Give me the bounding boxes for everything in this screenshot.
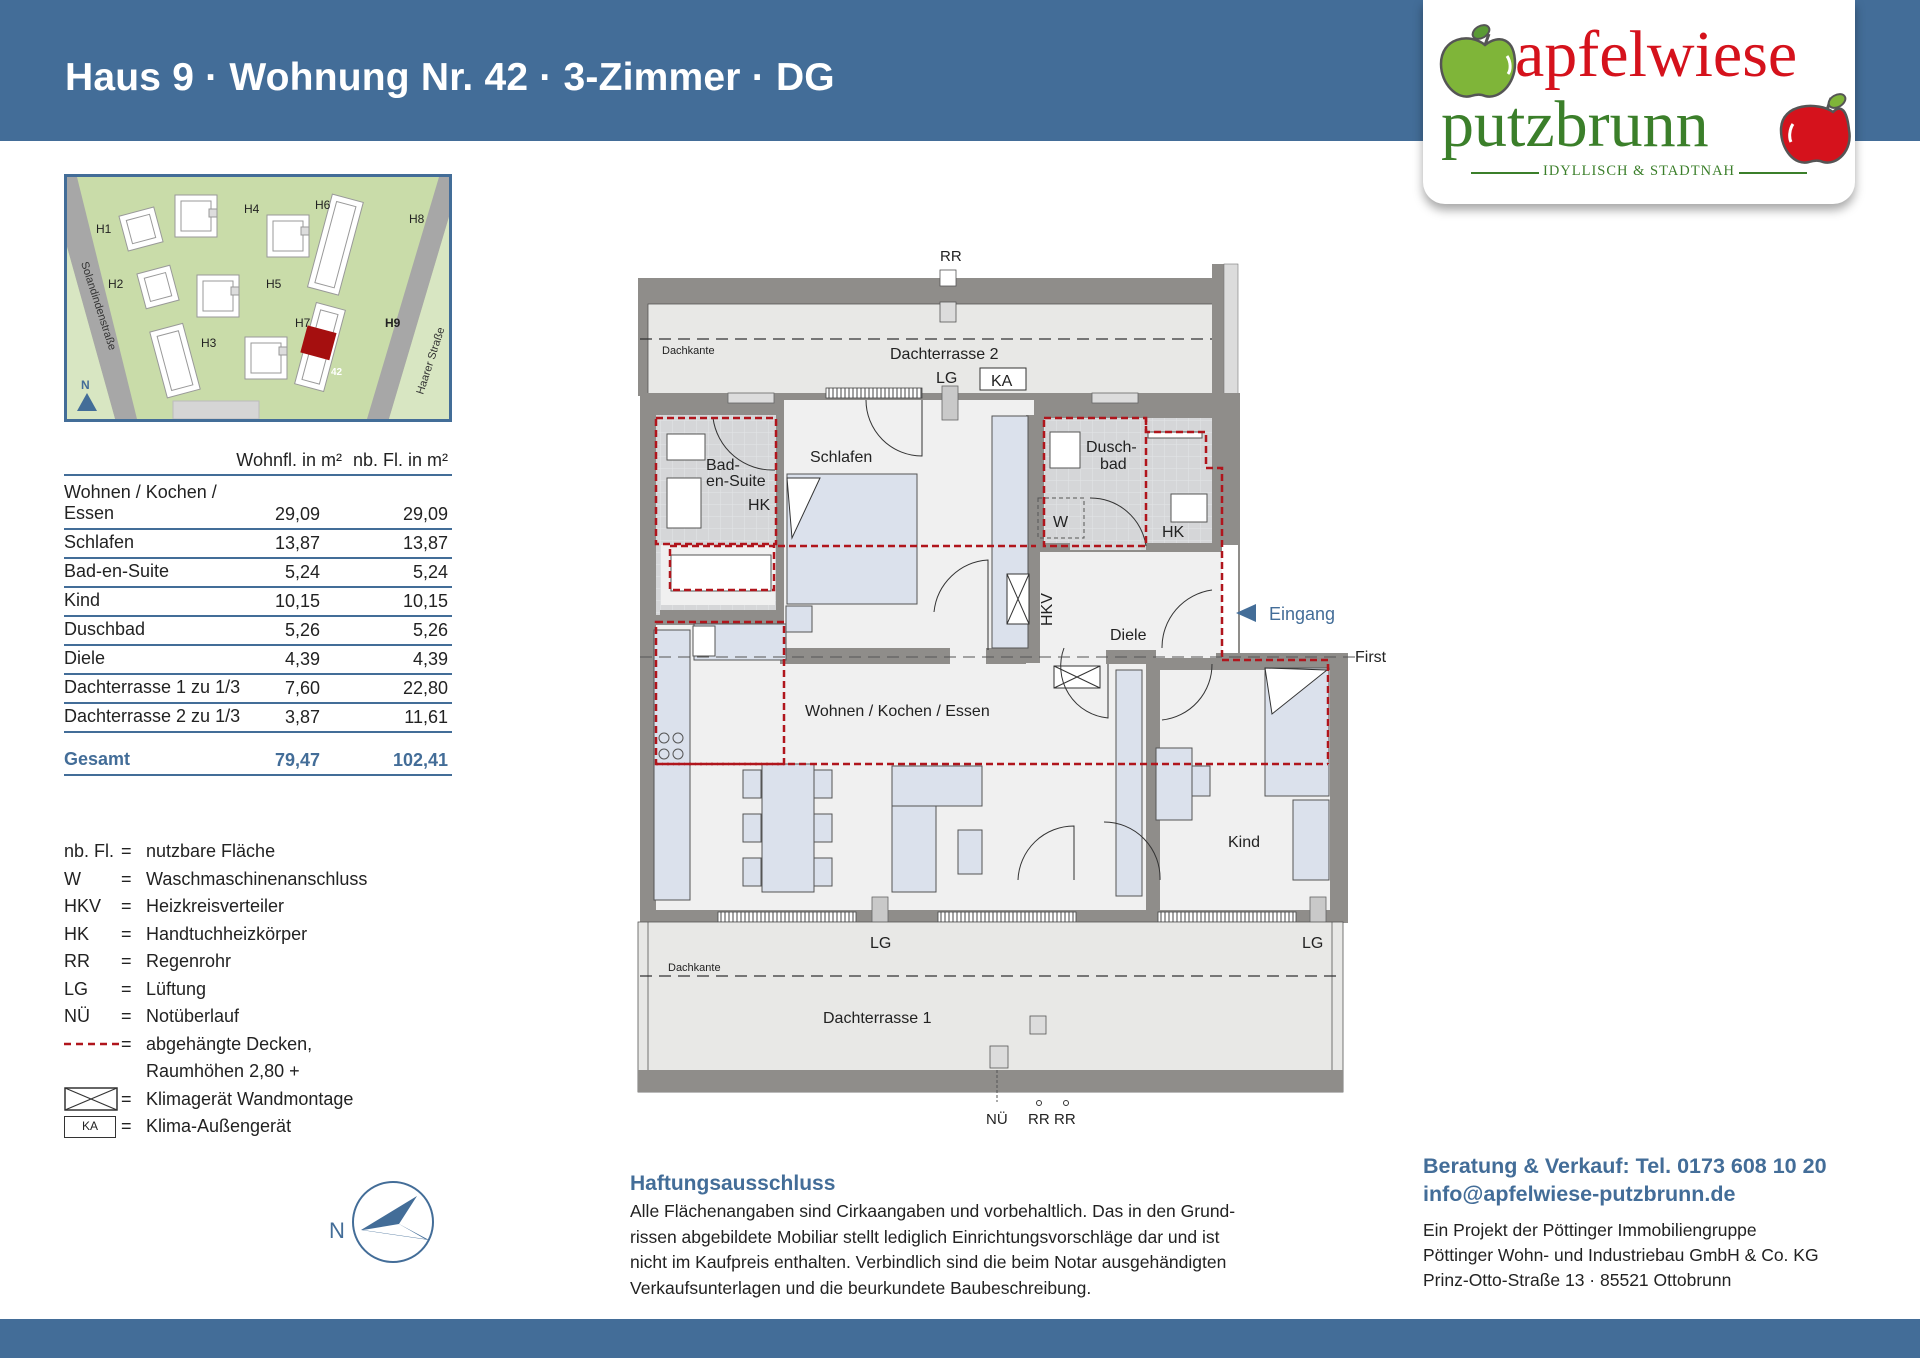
logo-tagline: IDYLLISCH & STADTNAH bbox=[1542, 163, 1736, 179]
table-row: Bad-en-Suite 5,24 5,24 bbox=[64, 559, 452, 588]
green-apple-icon bbox=[1439, 24, 1517, 98]
legend-item-climate-wall: =Klimagerät Wandmontage bbox=[64, 1086, 367, 1114]
unit-42-highlight bbox=[300, 325, 337, 361]
climate-unit-wall-icon bbox=[64, 1087, 121, 1111]
double-bed bbox=[786, 473, 918, 605]
svg-text:W: W bbox=[1053, 514, 1069, 531]
entrance-arrow-icon bbox=[1236, 604, 1256, 622]
svg-text:42: 42 bbox=[331, 367, 343, 378]
outdoor-climate-unit-icon: KA bbox=[64, 1115, 121, 1138]
compass-icon: N bbox=[329, 1181, 434, 1263]
svg-text:H9: H9 bbox=[385, 316, 401, 330]
svg-text:H7: H7 bbox=[295, 316, 311, 330]
table-total-row: Gesamt 79,47 102,41 bbox=[64, 747, 452, 776]
svg-text:Schlafen: Schlafen bbox=[810, 449, 872, 466]
svg-text:H3: H3 bbox=[201, 336, 217, 350]
dachterrasse-1 bbox=[637, 921, 1344, 1106]
svg-text:H2: H2 bbox=[108, 277, 124, 291]
svg-text:H8: H8 bbox=[409, 212, 425, 226]
svg-text:H4: H4 bbox=[244, 202, 260, 216]
legend-item: HK=Handtuchheizkörper bbox=[64, 923, 308, 944]
svg-text:Dachterrasse 1: Dachterrasse 1 bbox=[823, 1010, 932, 1027]
legend-item-ka: KA =Klima-Außengerät bbox=[64, 1113, 367, 1141]
company-info: Ein Projekt der Pöttinger Immobiliengrup… bbox=[1423, 1220, 1819, 1290]
svg-text:LG: LG bbox=[936, 370, 957, 387]
svg-text:H1: H1 bbox=[96, 222, 112, 236]
apartment-walls bbox=[640, 393, 1240, 923]
svg-text:Dachkante: Dachkante bbox=[662, 345, 715, 357]
svg-text:H6: H6 bbox=[315, 198, 331, 212]
contact-email[interactable]: info@apfelwiese-putzbrunn.de bbox=[1423, 1182, 1736, 1206]
disclaimer-text: Alle Flächenangaben sind Cirkaangaben un… bbox=[630, 1201, 1236, 1298]
svg-text:N: N bbox=[81, 378, 90, 392]
svg-text:Kind: Kind bbox=[1228, 834, 1260, 851]
disclaimer: Haftungsausschluss Alle Flächenangaben s… bbox=[630, 1172, 1290, 1301]
street-solandindenstrasse bbox=[67, 177, 137, 419]
site-map-graphic: 42 H1 H2 H3 H4 H5 H6 H7 H8 H9 Solandinde… bbox=[67, 177, 449, 419]
table-header: Wohnfl. in m² nb. Fl. in m² bbox=[64, 448, 452, 476]
footer-bar bbox=[0, 1319, 1920, 1358]
table-row: Dachterrasse 2 zu 1/3 3,87 11,61 bbox=[64, 704, 452, 733]
svg-text:bad: bad bbox=[1100, 456, 1127, 473]
svg-text:KA: KA bbox=[991, 373, 1013, 390]
svg-text:Dachterrasse 2: Dachterrasse 2 bbox=[890, 346, 999, 363]
legend-item-dashed-ceiling: =abgehängte Decken, bbox=[64, 1031, 367, 1059]
svg-text:NÜ: NÜ bbox=[986, 1110, 1008, 1128]
svg-text:LG: LG bbox=[1302, 935, 1323, 952]
legend: nb. Fl.=nutzbare Fläche W=Waschmaschinen… bbox=[64, 838, 367, 1141]
table-row: Duschbad 5,26 5,26 bbox=[64, 617, 452, 646]
svg-text:HKV: HKV bbox=[1039, 593, 1056, 626]
page-title: Haus 9 · Wohnung Nr. 42 · 3-Zimmer · DG bbox=[65, 56, 835, 99]
dining-table bbox=[761, 763, 815, 893]
svg-text:Wohnen / Kochen / Essen: Wohnen / Kochen / Essen bbox=[805, 703, 990, 720]
svg-text:RR: RR bbox=[1054, 1111, 1076, 1128]
red-apple-icon bbox=[1779, 93, 1851, 164]
legend-item: NÜ=Notüberlauf bbox=[64, 1006, 240, 1027]
contact-block: Beratung & Verkauf: Tel. 0173 608 10 20 … bbox=[1423, 1152, 1903, 1293]
single-bed bbox=[1264, 667, 1330, 797]
svg-text:Diele: Diele bbox=[1110, 627, 1147, 644]
disclaimer-title: Haftungsausschluss bbox=[630, 1172, 836, 1195]
table-row: Dachterrasse 1 zu 1/3 7,60 22,80 bbox=[64, 675, 452, 704]
header-usable-area: nb. Fl. in m² bbox=[352, 450, 448, 470]
svg-text:Dusch-: Dusch- bbox=[1086, 439, 1137, 456]
north-arrow-icon bbox=[77, 393, 97, 411]
svg-text:HK: HK bbox=[748, 497, 771, 514]
contact-phone[interactable]: Beratung & Verkauf: Tel. 0173 608 10 20 bbox=[1423, 1154, 1827, 1178]
brand-logo: apfelwiese putzbrunn IDYLLISCH & STADTNA… bbox=[1423, 0, 1855, 204]
apple-icons bbox=[1439, 24, 1851, 164]
dashed-line-icon bbox=[64, 1033, 121, 1055]
svg-text:Eingang: Eingang bbox=[1269, 604, 1335, 624]
logo-word-apfelwiese: apfelwiese bbox=[1515, 18, 1798, 91]
svg-text:HK: HK bbox=[1162, 524, 1185, 541]
table-row: Wohnen / Kochen /Essen 29,09 29,09 bbox=[64, 476, 452, 530]
svg-text:First: First bbox=[1355, 649, 1387, 666]
svg-text:Bad-: Bad- bbox=[706, 457, 740, 474]
site-map: 42 H1 H2 H3 H4 H5 H6 H7 H8 H9 Solandinde… bbox=[64, 174, 452, 422]
svg-text:RR: RR bbox=[1028, 1111, 1050, 1128]
street-haarer-strasse bbox=[367, 177, 449, 419]
legend-item: W=Waschmaschinenanschluss bbox=[64, 868, 368, 889]
table-row: Kind 10,15 10,15 bbox=[64, 588, 452, 617]
tagline-rule-left bbox=[1471, 172, 1539, 174]
legend-item: nb. Fl.=nutzbare Fläche bbox=[64, 841, 276, 862]
table-row: Schlafen 13,87 13,87 bbox=[64, 530, 452, 559]
legend-item: HKV=Heizkreisverteiler bbox=[64, 896, 285, 917]
header-living-area: Wohnfl. in m² bbox=[236, 450, 342, 470]
svg-text:en-Suite: en-Suite bbox=[706, 473, 766, 490]
svg-text:RR: RR bbox=[940, 248, 962, 265]
svg-text:Dachkante: Dachkante bbox=[668, 962, 721, 974]
floor-areas bbox=[656, 400, 1330, 910]
table-row: Diele 4,39 4,39 bbox=[64, 646, 452, 675]
compass: N bbox=[325, 1178, 445, 1273]
svg-text:LG: LG bbox=[870, 935, 891, 952]
logo-word-putzbrunn: putzbrunn bbox=[1441, 88, 1709, 161]
tagline-rule-right bbox=[1739, 172, 1807, 174]
svg-text:N: N bbox=[329, 1218, 345, 1243]
legend-item: RR=Regenrohr bbox=[64, 951, 232, 972]
area-table: Wohnfl. in m² nb. Fl. in m² Wohnen / Koc… bbox=[64, 448, 452, 776]
legend-item: LG=Lüftung bbox=[64, 978, 207, 999]
svg-text:H5: H5 bbox=[266, 277, 282, 291]
dachterrasse-2 bbox=[638, 263, 1239, 397]
